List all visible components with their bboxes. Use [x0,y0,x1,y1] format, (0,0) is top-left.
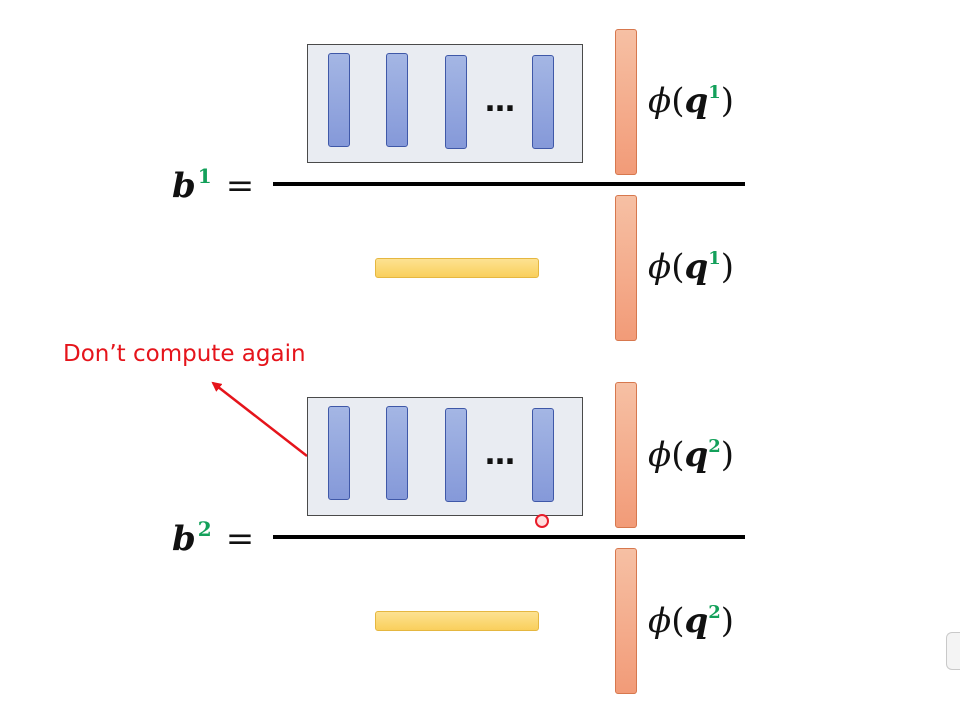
phi-q2-label-bottom: ϕ(q2) [648,601,735,641]
value-vector-1d [532,55,554,149]
q-symbol: q [684,247,709,287]
phi-q1-label-bottom: ϕ(q1) [648,247,735,287]
value-vector-1a [328,53,350,147]
equals-sign: = [225,166,255,206]
annotation-text: Don’t compute again [63,341,306,367]
value-vector-2d [532,408,554,502]
pointer-cursor-icon [535,514,549,528]
ellipsis-1: … [485,84,516,119]
close-paren: ) [720,81,735,121]
close-paren: ) [720,247,735,287]
phi-symbol: ϕ [648,601,672,641]
q-symbol: q [684,81,709,121]
phi-symbol: ϕ [648,81,672,121]
b-symbol: b [172,166,196,206]
b-superscript: 2 [197,517,212,541]
key-sum-bar-2 [375,611,539,631]
side-scroll-handle[interactable] [946,632,960,670]
b-superscript: 1 [197,164,212,188]
fraction-line-2 [273,535,745,539]
phi-q1-label-top: ϕ(q1) [648,81,735,121]
phi-q-vector-2-top [615,382,637,528]
phi-q-vector-1-top [615,29,637,175]
fraction-line-1 [273,182,745,186]
q-symbol: q [684,601,709,641]
close-paren: ) [720,601,735,641]
q-superscript: 2 [708,436,721,457]
open-paren: ( [671,601,685,641]
q-symbol: q [684,435,709,475]
phi-symbol: ϕ [648,435,672,475]
ellipsis-2: … [485,437,516,472]
open-paren: ( [671,247,685,287]
value-vector-2c [445,408,467,502]
value-vector-1c [445,55,467,149]
value-vector-2b [386,406,408,500]
phi-q-vector-2-bottom [615,548,637,694]
b-symbol: b [172,519,196,559]
value-vector-1b [386,53,408,147]
key-sum-bar-1 [375,258,539,278]
value-vector-2a [328,406,350,500]
phi-symbol: ϕ [648,247,672,287]
q-superscript: 1 [708,82,721,103]
q-superscript: 1 [708,248,721,269]
q-superscript: 2 [708,602,721,623]
phi-q2-label-top: ϕ(q2) [648,435,735,475]
phi-q-vector-1-bottom [615,195,637,341]
open-paren: ( [671,435,685,475]
equals-sign: = [225,519,255,559]
close-paren: ) [720,435,735,475]
open-paren: ( [671,81,685,121]
